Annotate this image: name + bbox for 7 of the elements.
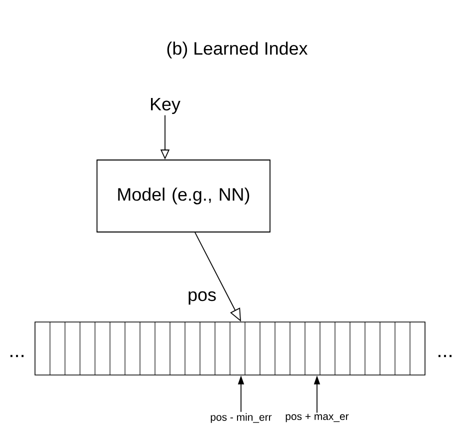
bound-label: pos - min_err	[210, 413, 272, 423]
edge-label: pos	[188, 291, 216, 305]
key-label: Key	[151, 98, 180, 114]
model-box: Model (e.g., NN)	[96, 160, 270, 232]
title: (b) Learned Index	[167, 42, 308, 58]
bound-label: pos + max_er	[286, 414, 349, 422]
array-bar	[34, 322, 426, 376]
